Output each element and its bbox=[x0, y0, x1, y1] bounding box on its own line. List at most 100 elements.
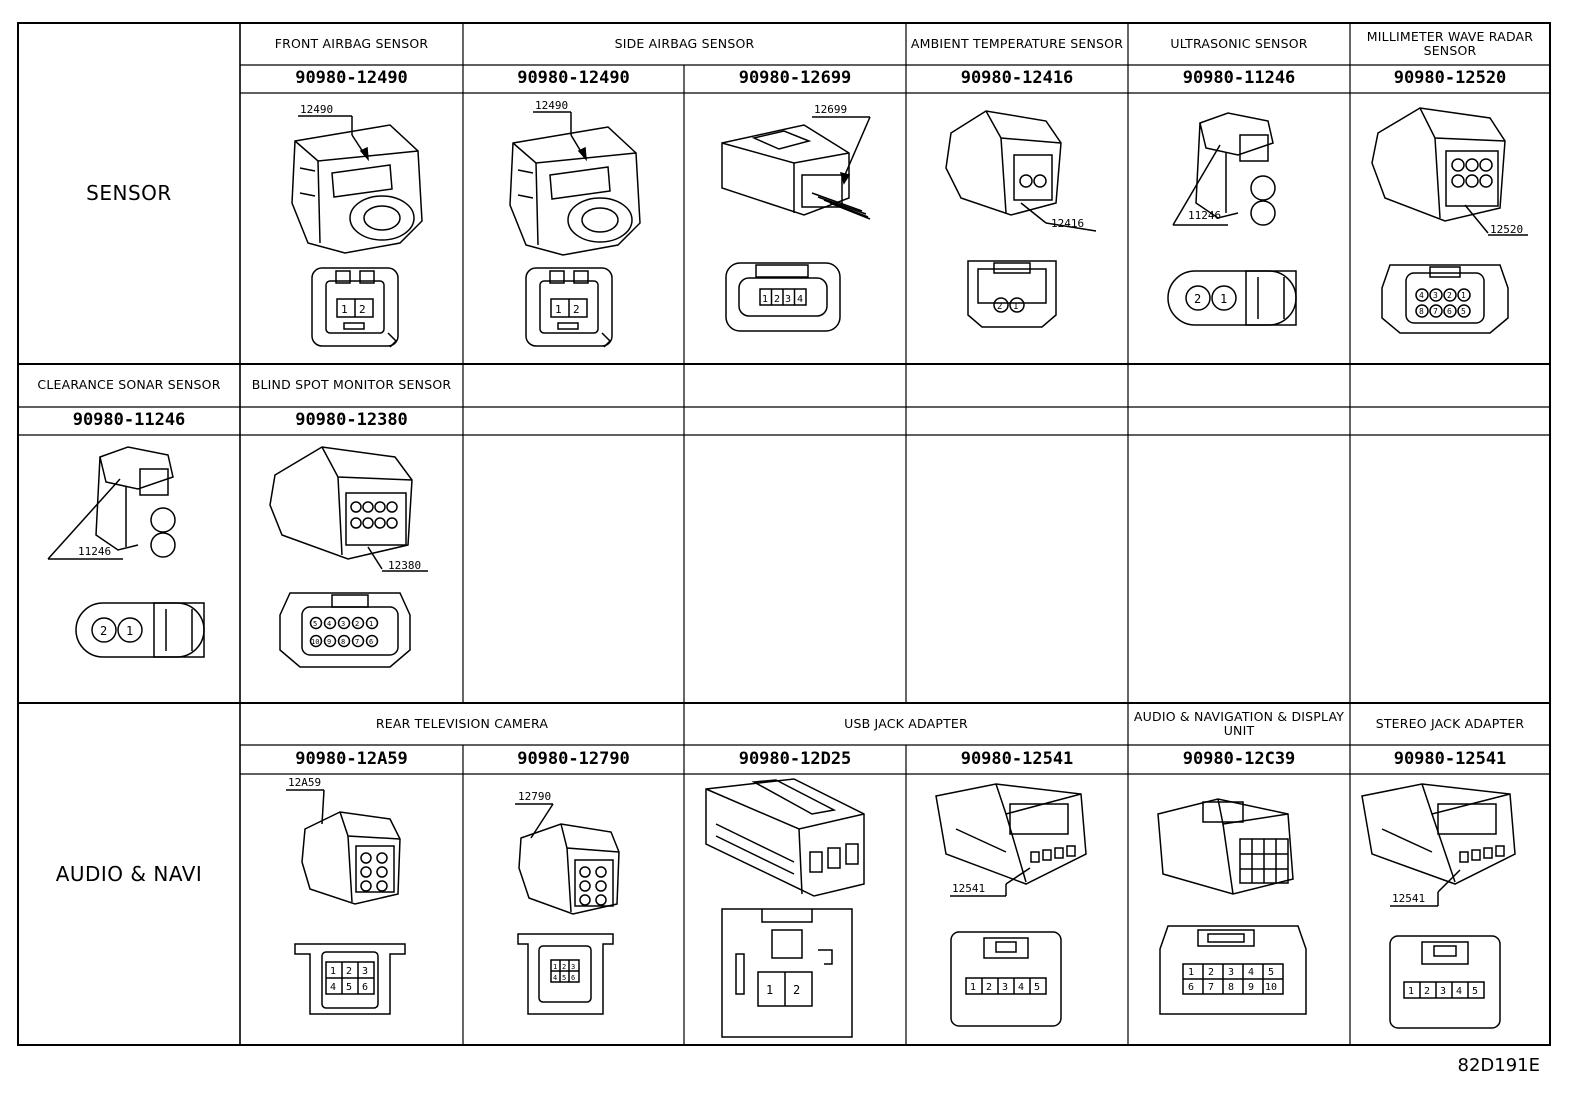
pin-label: 2 bbox=[573, 303, 580, 316]
pin-label: 2 bbox=[355, 620, 359, 628]
pin-label: 3 bbox=[1440, 986, 1446, 997]
pin-label: 2 bbox=[1447, 291, 1452, 300]
part-number: 90980-12541 bbox=[960, 748, 1074, 769]
pin-label: 1 bbox=[1188, 967, 1194, 978]
pin-label: 1 bbox=[555, 303, 562, 316]
pin-label: 2 bbox=[986, 982, 992, 993]
pin-label: 4 bbox=[1419, 291, 1424, 300]
part-number: 90980-12490 bbox=[295, 68, 408, 89]
pin-label: 1 bbox=[369, 620, 373, 628]
pin-label: 9 bbox=[327, 638, 331, 646]
pin-label: 3 bbox=[1433, 291, 1438, 300]
pin-label: 8 bbox=[341, 638, 345, 646]
pin-label: 1 bbox=[330, 966, 336, 977]
pin-label: 3 bbox=[1228, 967, 1234, 978]
connector-figure-side-airbag: 12490 1 2 bbox=[463, 93, 684, 364]
pin-label: 3 bbox=[362, 966, 368, 977]
pin-label: 4 bbox=[1456, 986, 1462, 997]
header-front-airbag-sensor: FRONT AIRBAG SENSOR bbox=[274, 35, 429, 51]
connector-figure-millimeter-wave-radar: 12520 4 3 2 1 8 7 6 5 bbox=[1350, 93, 1550, 364]
pin-label: 1 bbox=[762, 294, 768, 305]
figure-code: 82D191E bbox=[1457, 1055, 1541, 1076]
connector-figure-blind-spot-monitor: 12380 5 4 3 2 1 10 9 8 7 6 bbox=[240, 435, 463, 703]
pin-label: 4 bbox=[797, 294, 803, 305]
connector-figure-clearance-sonar: 11246 2 1 bbox=[18, 435, 240, 703]
connector-figure-12699: 12699 1 2 3 4 bbox=[684, 93, 906, 364]
pin-label: 4 bbox=[1018, 982, 1024, 993]
pin-label: 5 bbox=[313, 620, 317, 628]
callout-label: 12541 bbox=[952, 882, 985, 895]
part-number: 90980-12380 bbox=[295, 410, 408, 431]
header-side-airbag-sensor: SIDE AIRBAG SENSOR bbox=[614, 35, 755, 51]
part-number: 90980-11246 bbox=[1182, 68, 1296, 89]
pin-label: 1 bbox=[766, 983, 773, 997]
callout-label: 12490 bbox=[535, 99, 568, 112]
pin-label: 5 bbox=[1034, 982, 1040, 993]
connector-figure-rear-tv-camera-12a59: 12A59 1 2 3 4 5 6 bbox=[240, 774, 463, 1045]
connector-figure-ambient-temperature: 12416 2 1 bbox=[906, 93, 1128, 364]
pin-label: 2 bbox=[1208, 967, 1214, 978]
pin-label: 2 bbox=[1424, 986, 1430, 997]
pin-label: 2 bbox=[793, 983, 800, 997]
part-number: 90980-12541 bbox=[1393, 748, 1507, 769]
pin-label: 2 bbox=[359, 303, 366, 316]
part-number: 90980-12490 bbox=[517, 68, 630, 89]
part-number: 90980-11246 bbox=[72, 410, 186, 431]
part-number: 90980-12699 bbox=[738, 68, 852, 89]
pin-label: 8 bbox=[1419, 307, 1424, 316]
pin-label: 4 bbox=[330, 982, 336, 993]
pin-label: 7 bbox=[1433, 307, 1438, 316]
callout-label: 12380 bbox=[388, 559, 421, 572]
part-number: 90980-12C39 bbox=[1182, 748, 1296, 769]
connector-figure-front-airbag: 12490 1 2 bbox=[240, 93, 463, 364]
part-number: 90980-12520 bbox=[1393, 68, 1507, 89]
pin-label: 4 bbox=[1248, 967, 1254, 978]
pin-label: 1 bbox=[1220, 292, 1227, 306]
pin-label: 5 bbox=[1472, 986, 1478, 997]
pin-label: 2 bbox=[997, 302, 1002, 312]
pin-label: 10 bbox=[311, 638, 319, 646]
connector-figure-audio-navigation-display: 1 2 3 4 5 6 7 8 9 10 bbox=[1128, 774, 1350, 1045]
category-label-audio-navi: AUDIO & NAVI bbox=[55, 861, 203, 886]
header-audio-navigation-display-unit: AUDIO & NAVIGATION & DISPLAY UNIT bbox=[1133, 708, 1345, 738]
pin-label: 6 bbox=[362, 982, 368, 993]
pin-label: 4 bbox=[553, 974, 557, 982]
callout-label: 11246 bbox=[1188, 209, 1221, 222]
header-blind-spot-monitor-sensor: BLIND SPOT MONITOR SENSOR bbox=[251, 377, 452, 393]
callout-label: 12790 bbox=[518, 790, 551, 803]
pin-label: 2 bbox=[1194, 292, 1201, 306]
pin-label: 8 bbox=[1228, 982, 1234, 993]
pin-label: 7 bbox=[355, 638, 359, 646]
pin-label: 1 bbox=[341, 303, 348, 316]
connector-figure-usb-jack-adapter: 1 2 bbox=[684, 774, 906, 1045]
pin-label: 2 bbox=[346, 966, 352, 977]
part-number: 90980-12416 bbox=[960, 68, 1074, 89]
pin-label: 1 bbox=[1408, 986, 1414, 997]
connector-figure-ultrasonic: 11246 2 1 bbox=[1128, 93, 1350, 364]
header-ambient-temperature-sensor: AMBIENT TEMPERATURE SENSOR bbox=[910, 35, 1124, 51]
pin-label: 3 bbox=[1002, 982, 1008, 993]
pin-label: 1 bbox=[1013, 302, 1018, 312]
pin-label: 3 bbox=[571, 963, 575, 971]
pin-label: 9 bbox=[1248, 982, 1254, 993]
pin-label: 1 bbox=[553, 963, 557, 971]
pin-label: 7 bbox=[1208, 982, 1214, 993]
pin-label: 5 bbox=[346, 982, 352, 993]
header-clearance-sonar-sensor: CLEARANCE SONAR SENSOR bbox=[37, 377, 221, 393]
pin-label: 2 bbox=[100, 624, 107, 638]
pin-label: 3 bbox=[785, 294, 791, 305]
callout-label: 11246 bbox=[78, 545, 111, 558]
callout-label: 12416 bbox=[1051, 217, 1084, 230]
callout-label: 12490 bbox=[300, 103, 333, 116]
part-number: 90980-12D25 bbox=[738, 748, 852, 769]
pin-label: 6 bbox=[1447, 307, 1452, 316]
pin-label: 6 bbox=[1188, 982, 1194, 993]
pin-label: 6 bbox=[369, 638, 373, 646]
header-usb-jack-adapter: USB JACK ADAPTER bbox=[844, 715, 968, 731]
header-millimeter-wave-radar-sensor: MILLIMETER WAVE RADAR SENSOR bbox=[1366, 28, 1534, 58]
pin-label: 2 bbox=[774, 294, 780, 305]
callout-label: 12A59 bbox=[288, 776, 321, 789]
pin-label: 10 bbox=[1265, 982, 1277, 993]
connector-figure-rear-tv-camera-12790: 12790 1 2 3 4 5 6 bbox=[463, 774, 684, 1045]
